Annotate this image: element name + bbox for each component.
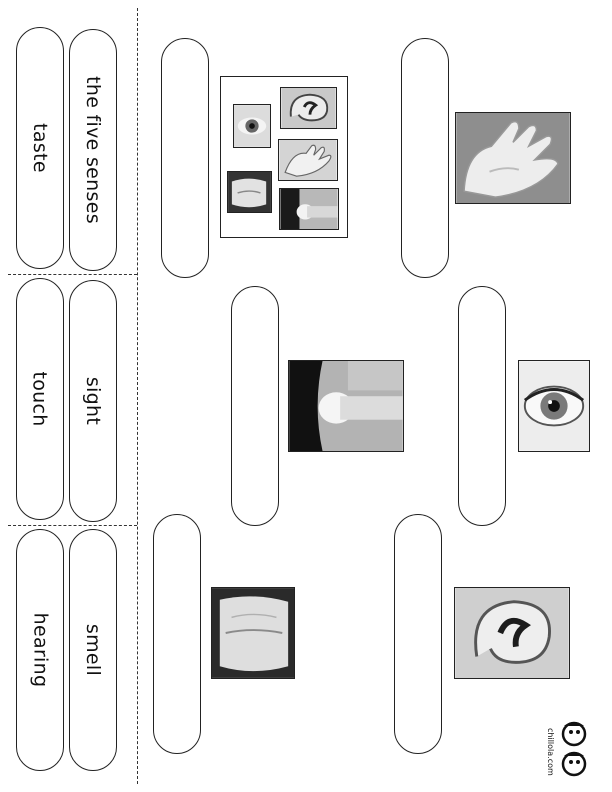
eye-thumb: [233, 104, 271, 148]
label-touch: touch: [29, 371, 52, 427]
answer-slot-2[interactable]: [401, 38, 449, 278]
label-card-touch: touch: [16, 278, 64, 520]
label-card-hearing: hearing: [16, 529, 64, 771]
label-card-taste: taste: [16, 27, 64, 269]
label-card-five-senses: the five senses: [69, 29, 117, 271]
hand-photo: [455, 112, 571, 204]
answer-slot-3[interactable]: [231, 286, 279, 526]
label-card-sight: sight: [69, 280, 117, 522]
answer-slot-6[interactable]: [394, 514, 442, 754]
label-hearing: hearing: [29, 612, 52, 688]
label-smell: smell: [82, 623, 104, 677]
label-taste: taste: [29, 123, 52, 173]
nose-photo: [288, 360, 404, 452]
label-card-smell: smell: [69, 529, 117, 771]
ear-photo: [454, 587, 570, 679]
cut-divider: [137, 8, 138, 784]
eye-photo: [518, 360, 590, 452]
answer-slot-1[interactable]: [161, 38, 209, 278]
label-sight: sight: [82, 376, 105, 426]
tongue-photo: [211, 587, 295, 679]
cut-line: [8, 274, 137, 275]
label-five-senses: the five senses: [82, 76, 104, 224]
nose-thumb: [279, 188, 339, 230]
chillola-logo-icon: [546, 718, 592, 784]
tongue-thumb: [227, 171, 272, 213]
answer-slot-5[interactable]: [153, 514, 201, 754]
ear-thumb: [280, 87, 337, 129]
hand-thumb: [278, 139, 338, 181]
five-senses-collage: [220, 76, 348, 238]
answer-slot-4[interactable]: [458, 286, 506, 526]
cut-line: [8, 525, 137, 526]
chillola-logo-text: chillola.com: [546, 728, 555, 776]
